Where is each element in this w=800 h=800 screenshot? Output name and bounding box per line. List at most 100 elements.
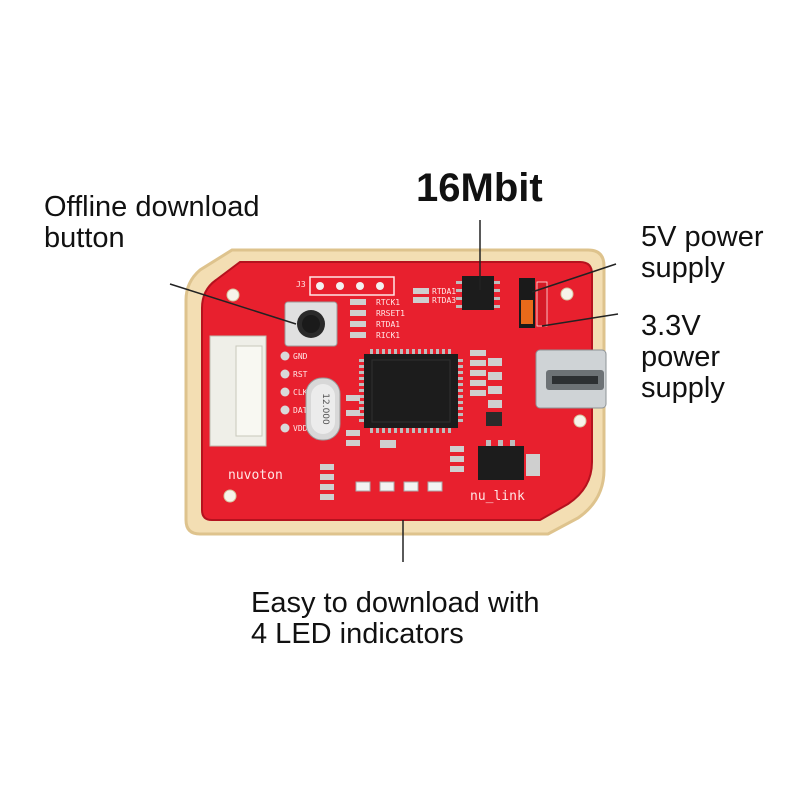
leader-5v [531,263,617,293]
mini-usb-port[interactable] [535,349,607,409]
mounting-hole [226,288,240,302]
callout-offline-line2: button [44,222,125,254]
swd-connector [209,335,267,447]
mcu-pin [359,401,364,404]
callout-led-line1: Easy to download with [251,587,540,619]
mcu-pin [436,349,439,354]
mcu-pin [359,395,364,398]
mcu-pin [448,428,451,433]
callout-offline-line1: Offline download [44,191,260,223]
mcu-pin [418,428,421,433]
callout-16mbit-label: 16Mbit [416,166,543,210]
crystal-oscillator: 12.000 [305,377,341,441]
offline-download-button[interactable] [284,301,338,347]
mcu-pin [418,349,421,354]
leader-33v [541,313,619,327]
callout-3v3-line3: supply [641,372,725,404]
callout-led-line2: 4 LED indicators [251,618,464,650]
mcu-pin [458,359,463,362]
mcu-pin [430,349,433,354]
led-indicators [355,481,443,492]
mcu-pin [370,428,373,433]
mcu-pin [458,395,463,398]
mcu-pin [406,349,409,354]
pin-label-gnd: GND [293,352,308,361]
callout-led-indicators: Easy to download with 4 LED indicators [251,588,540,650]
mcu-pin [359,389,364,392]
led-4 [427,481,443,492]
mcu-pin [382,428,385,433]
mcu-pin [400,428,403,433]
rt-label-column: RTCK1 RRSET1 RTDA1 RICK1 [350,298,405,340]
mcu-pin [370,349,373,354]
mcu-pin [442,428,445,433]
callout-16mbit: 16Mbit [416,166,543,210]
mcu-pin [382,349,385,354]
pin-label-clk: CLK [293,388,308,397]
mcu-pin [394,349,397,354]
passive-components [320,350,502,500]
callout-offline-download-button: Offline download button [44,192,260,254]
pin-label-rst: RST [293,370,308,379]
mcu-pin [359,413,364,416]
mcu-pin [424,428,427,433]
pin-label-vdd: VDD [293,424,308,433]
callout-5v-line2: supply [641,252,725,284]
mcu-pin [400,349,403,354]
mcu-pin [359,365,364,368]
mcu-pin [359,407,364,410]
rtda-label: RTDA1 [432,287,456,296]
model-silkscreen: nu_link [470,489,525,504]
mcu-chip [359,349,463,433]
mcu-pin [359,419,364,422]
mcu-pin [458,419,463,422]
callout-3v3-power-supply: 3.3V power supply [641,311,725,404]
mounting-hole [223,489,237,503]
led-1 [355,481,371,492]
mcu-pin [424,349,427,354]
mcu-pin [376,428,379,433]
mcu-pin [406,428,409,433]
brand-silkscreen: nuvoton [228,468,283,483]
mcu-pin [388,349,391,354]
mcu-pin [458,401,463,404]
mcu-pin [458,383,463,386]
mcu-pin [430,428,433,433]
rt-label: RRSET1 [376,309,405,318]
crystal-frequency: 12.000 [320,393,330,425]
pin-label-dat: DAT [293,406,308,415]
power-jumper[interactable] [519,278,548,328]
mcu-pin [412,349,415,354]
mcu-pin [458,365,463,368]
callout-5v-line1: 5V power [641,221,764,253]
mcu-pin [458,377,463,380]
mounting-hole [560,287,574,301]
mcu-pin [359,377,364,380]
callout-3v3-line1: 3.3V [641,310,701,342]
rt-label: RTDA1 [376,320,400,329]
mcu-pin [359,383,364,386]
header-j3 [309,276,395,296]
mcu-pin [359,359,364,362]
mcu-pin [458,413,463,416]
mcu-pin [458,407,463,410]
rtda-labels: RTDA1 RTDA3 [413,287,456,305]
mcu-pin [458,389,463,392]
mcu-pin [436,428,439,433]
callout-leader-lines [169,220,619,562]
leader-offline-button [169,283,297,325]
callout-3v3-line2: power [641,341,720,373]
mcu-pin [448,349,451,354]
voltage-regulator [478,440,540,480]
mcu-pin [359,371,364,374]
rtda-label: RTDA3 [432,296,456,305]
mounting-hole [573,414,587,428]
rt-label: RTCK1 [376,298,400,307]
led-3 [403,481,419,492]
mcu-pin [442,349,445,354]
mcu-pin [412,428,415,433]
mcu-pin [376,349,379,354]
pin-labels: GND RST CLK DAT VDD [280,351,308,433]
mcu-pin [394,428,397,433]
